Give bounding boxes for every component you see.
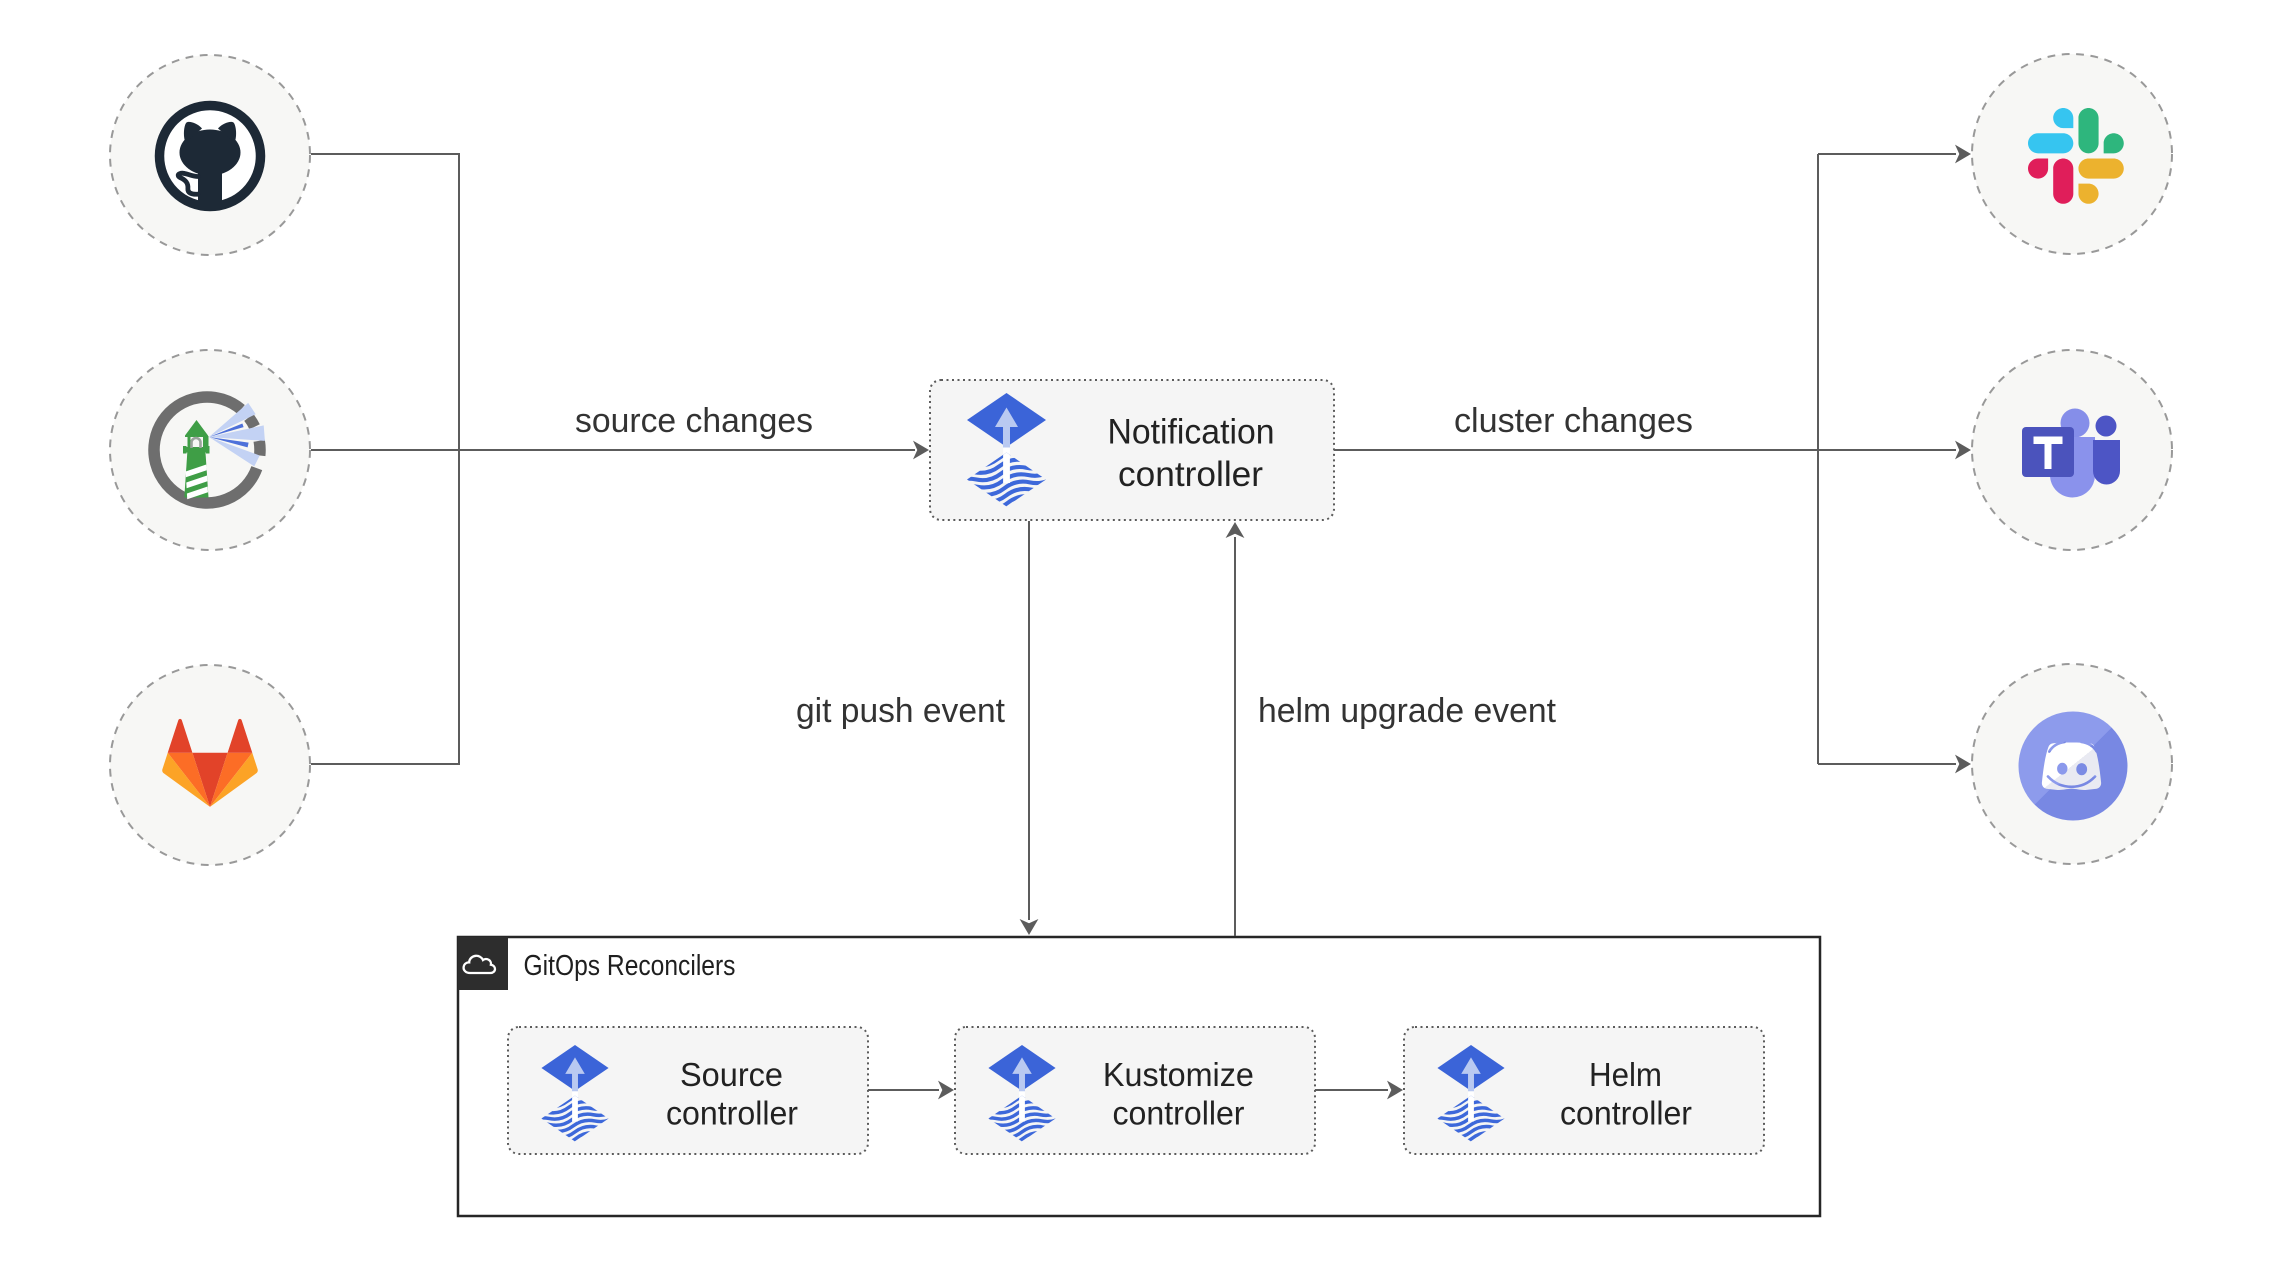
svg-text:controller: controller	[1118, 455, 1263, 494]
svg-text:Helm: Helm	[1589, 1056, 1662, 1093]
svg-text:Notification: Notification	[1108, 413, 1275, 452]
svg-text:GitOps Reconcilers: GitOps Reconcilers	[524, 950, 736, 982]
svg-text:controller: controller	[1113, 1095, 1245, 1132]
svg-text:helm upgrade event: helm upgrade event	[1258, 692, 1556, 730]
svg-text:controller: controller	[666, 1095, 798, 1132]
svg-text:cluster changes: cluster changes	[1454, 402, 1693, 440]
svg-text:git push event: git push event	[796, 692, 1005, 730]
svg-text:Kustomize: Kustomize	[1103, 1056, 1254, 1093]
svg-text:Source: Source	[680, 1056, 783, 1093]
svg-text:source changes: source changes	[575, 402, 813, 440]
svg-text:controller: controller	[1560, 1095, 1692, 1132]
